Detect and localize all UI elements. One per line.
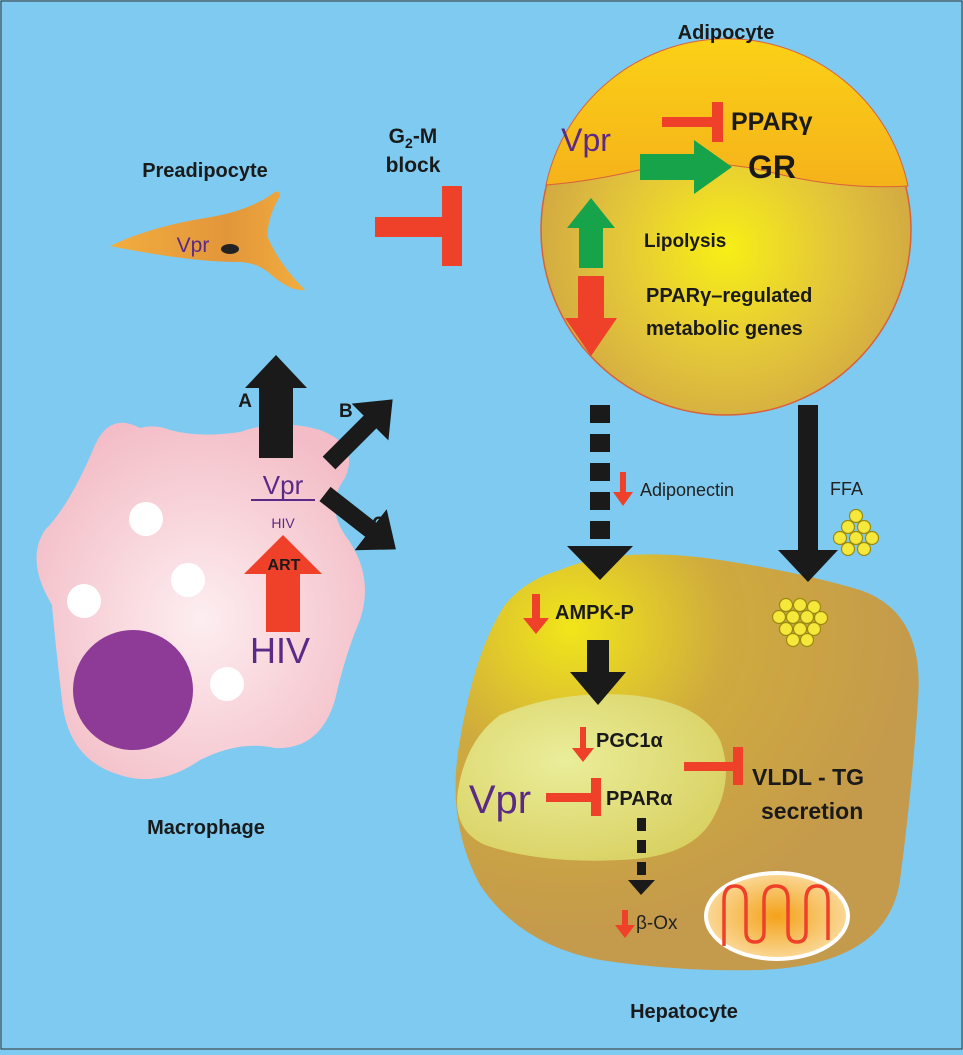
arrow-c-icon <box>319 486 396 551</box>
adiponectin-decrease-icon <box>613 472 633 506</box>
ffa-arrow-icon <box>778 405 838 582</box>
hepatocyte-label: Hepatocyte <box>630 1001 738 1023</box>
ampk-to-pgc1a-arrow-icon <box>570 640 626 705</box>
vldl-label-line2: secretion <box>761 798 863 824</box>
preadipocyte-cell <box>110 191 305 291</box>
arrow-b-label: B <box>339 401 353 422</box>
lipid-droplets-icon <box>771 597 829 648</box>
pparg-regulated-label-line1: PPARγ–regulated <box>646 285 812 307</box>
adipocyte-cell <box>540 38 912 416</box>
macrophage-label: Macrophage <box>147 817 265 839</box>
pgc1a-decrease-icon <box>572 727 594 762</box>
adiponectin-dotted-arrow <box>567 405 633 580</box>
art-arrow-icon <box>244 535 322 632</box>
ffa-label: FFA <box>830 479 863 499</box>
pgc1a-label: PGC1α <box>596 730 663 752</box>
hepatocyte-nucleus <box>457 694 726 861</box>
macrophage-vesicle <box>171 563 205 597</box>
pgc1a-inhibits-vldl-icon <box>684 747 743 785</box>
macrophage-vesicle <box>210 667 244 701</box>
preadipocyte-nucleus <box>221 244 239 254</box>
arrow-c-label: C <box>372 514 386 535</box>
macrophage-vpr-label: Vpr <box>263 470 304 500</box>
pparg-genes-decrease-arrow-icon <box>565 276 617 356</box>
arrow-a-icon <box>245 355 307 458</box>
g2m-block-label-line1: G2-M <box>389 125 438 151</box>
hiv-small-label: HIV <box>271 515 295 531</box>
beta-ox-decrease-icon <box>615 910 635 938</box>
lipolysis-increase-arrow-icon <box>567 198 615 268</box>
hepatocyte-vpr-label: Vpr <box>469 778 531 822</box>
vpr-activates-gr-arrow-icon <box>640 140 732 194</box>
g2m-block-label-line2: block <box>386 154 441 177</box>
lipolysis-label: Lipolysis <box>644 231 726 252</box>
preadipocyte-vpr-label: Vpr <box>177 234 210 257</box>
macrophage-vesicle <box>67 584 101 618</box>
mitochondrion-icon <box>704 871 850 961</box>
hiv-large-label: HIV <box>250 630 310 671</box>
vpr-inhibits-pparg-icon <box>662 102 723 142</box>
arrow-b-icon <box>322 399 393 470</box>
ffa-droplets-icon <box>832 508 880 557</box>
vpr-inhibits-ppara-icon <box>546 778 601 816</box>
ampk-decrease-icon <box>523 594 549 634</box>
ppara-label: PPARα <box>606 788 673 810</box>
vldl-label-line1: VLDL - TG <box>752 764 864 790</box>
gr-label: GR <box>748 149 796 185</box>
macrophage-nucleus <box>73 630 193 750</box>
pparg-label: PPARγ <box>731 108 813 136</box>
arrow-a-label: A <box>238 391 252 412</box>
pparg-regulated-label-line2: metabolic genes <box>646 318 803 340</box>
beta-ox-label: β-Ox <box>636 913 678 934</box>
art-label: ART <box>268 557 301 574</box>
macrophage-vesicle <box>129 502 163 536</box>
vpr-underline <box>251 499 315 501</box>
ampk-label: AMPK-P <box>555 602 634 624</box>
ppara-to-beta-ox-dotted-arrow <box>628 818 655 895</box>
adipocyte-vpr-label: Vpr <box>561 122 611 158</box>
adiponectin-label: Adiponectin <box>640 480 734 500</box>
preadipocyte-label: Preadipocyte <box>142 160 268 182</box>
adipocyte-label: Adipocyte <box>678 22 775 44</box>
g2m-block-inhibit-icon <box>375 186 462 266</box>
